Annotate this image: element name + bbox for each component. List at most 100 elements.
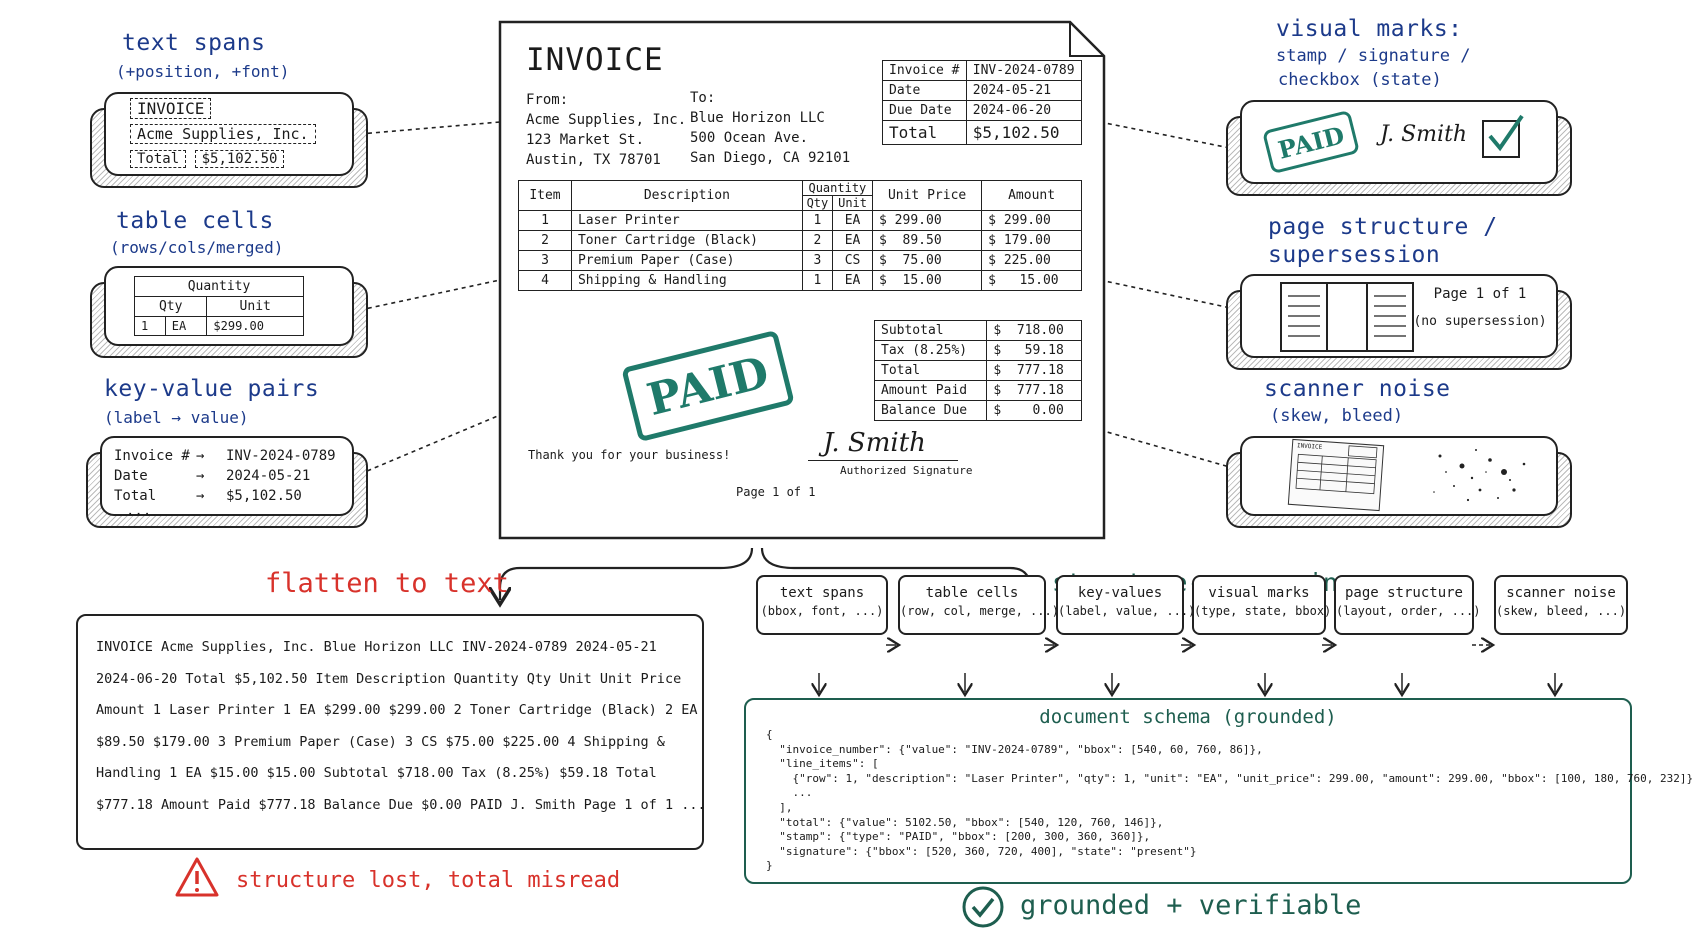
table-row: 3 Premium Paper (Case) 3 CS $ 75.00 $ 22… bbox=[518, 250, 1082, 271]
schema-line: "line_items": [ bbox=[766, 757, 879, 771]
meta-value: 2024-06-20 bbox=[965, 100, 1083, 121]
key-values-sub: (label → value) bbox=[104, 408, 249, 427]
line-items-table: Item Description Quantity Unit Price Amo… bbox=[518, 180, 1082, 291]
connector-visual-marks bbox=[1099, 121, 1241, 151]
noise-speckles-icon bbox=[1433, 449, 1526, 502]
totals-row: Total$ 777.18 bbox=[873, 360, 1082, 381]
flatten-line: INVOICE Acme Supplies, Inc. Blue Horizon… bbox=[96, 639, 657, 655]
mini-cell: 1 bbox=[134, 316, 166, 336]
text-spans-sub: (+position, +font) bbox=[116, 62, 290, 81]
page-structure-title2: supersession bbox=[1268, 242, 1441, 268]
header-unit: Unit bbox=[832, 195, 874, 211]
header-qty: Qty bbox=[801, 195, 834, 211]
kv-value: INV-2024-0789 bbox=[226, 448, 336, 464]
arrow-icon: → bbox=[196, 488, 205, 504]
mini-signature: J. Smith bbox=[1380, 122, 1468, 147]
flow-box-title: page structure bbox=[1344, 585, 1463, 601]
kv-value: 2024-05-21 bbox=[226, 468, 311, 484]
to-line: San Diego, CA 92101 bbox=[690, 150, 851, 166]
page-number: Page 1 of 1 bbox=[736, 485, 816, 499]
mini-cell: EA bbox=[164, 316, 208, 336]
kv-more: ... bbox=[126, 503, 152, 519]
mini-cell: $299.00 bbox=[206, 316, 304, 336]
cell-unit-price: $ 299.00 bbox=[872, 210, 983, 231]
kv-key: Invoice # bbox=[114, 448, 190, 464]
visual-marks-sub1: stamp / signature / bbox=[1276, 46, 1471, 66]
flow-box-scanner-noise: scanner noise(skew, bleed, ...) bbox=[1494, 575, 1628, 635]
cell-item: 2 bbox=[518, 230, 572, 251]
meta-label: Due Date bbox=[882, 100, 967, 121]
totals-value: $ 0.00 bbox=[986, 400, 1082, 421]
cell-description: Laser Printer bbox=[570, 210, 803, 231]
totals-row: Amount Paid$ 777.18 bbox=[873, 380, 1082, 401]
schema-line: "invoice_number": {"value": "INV-2024-07… bbox=[766, 742, 1263, 756]
cell-description: Shipping & Handling bbox=[570, 270, 803, 291]
cell-qty: 1 bbox=[801, 270, 834, 291]
cell-unit-price: $ 15.00 bbox=[872, 270, 983, 291]
cell-item: 1 bbox=[518, 210, 572, 231]
cell-unit-price: $ 75.00 bbox=[872, 250, 983, 271]
totals-table: Subtotal$ 718.00 Tax (8.25%)$ 59.18 Tota… bbox=[873, 320, 1082, 421]
cell-item: 3 bbox=[518, 250, 572, 271]
schema-line: } bbox=[766, 859, 773, 873]
flow-box-title: key-values bbox=[1077, 585, 1163, 601]
meta-value: 2024-05-21 bbox=[965, 80, 1083, 101]
signature: J. Smith bbox=[823, 428, 926, 458]
schema-line: "stamp": {"type": "PAID", "bbox": [200, … bbox=[766, 830, 1151, 844]
cell-unit: EA bbox=[832, 270, 874, 291]
mini-header-quantity: Quantity bbox=[134, 276, 304, 297]
flatten-line: Handling 1 EA $15.00 $15.00 Subtotal $71… bbox=[96, 765, 657, 781]
flow-box-text-spans: text spans (bbox, font, ...) bbox=[756, 575, 888, 635]
span-total-label: Total bbox=[130, 150, 187, 168]
kv-key: Total bbox=[114, 488, 157, 504]
span-invoice: INVOICE bbox=[130, 98, 212, 119]
span-company: Acme Supplies, Inc. bbox=[130, 124, 316, 144]
meta-label: Invoice # bbox=[882, 60, 967, 81]
schema-line: ... bbox=[766, 786, 813, 800]
page-structure-note: (no supersession) bbox=[1413, 314, 1547, 329]
flatten-line: Amount 1 Laser Printer 1 EA $299.00 $299… bbox=[96, 702, 698, 718]
cell-unit: EA bbox=[832, 230, 874, 251]
to-line: Blue Horizon LLC bbox=[690, 110, 825, 126]
from-line: Austin, TX 78701 bbox=[526, 152, 661, 168]
connector-table-cells bbox=[359, 279, 501, 311]
flow-box-title: text spans bbox=[779, 585, 865, 601]
totals-label: Amount Paid bbox=[873, 380, 988, 401]
page-structure-page: Page 1 of 1 bbox=[1433, 286, 1527, 302]
flatten-warning: structure lost, total misread bbox=[236, 868, 621, 893]
invoice-document: INVOICE From: Acme Supplies, Inc. 123 Ma… bbox=[498, 20, 1106, 540]
flow-box-title: scanner noise bbox=[1506, 585, 1616, 601]
scanner-noise-sub: (skew, bleed) bbox=[1270, 406, 1404, 426]
flow-box-visual-marks: visual marks(type, state, bbox) bbox=[1192, 575, 1331, 635]
check-circle-icon bbox=[962, 886, 1004, 928]
totals-label: Total bbox=[873, 360, 988, 381]
meta-label: Date bbox=[882, 80, 967, 101]
flow-box-sub: (bbox, font, ...) bbox=[760, 604, 884, 618]
flow-box-sub: (row, col, merge, ...) bbox=[900, 604, 1059, 618]
signature-caption: Authorized Signature bbox=[840, 464, 973, 477]
schema-title: document schema (grounded) bbox=[1039, 706, 1337, 728]
totals-label: Subtotal bbox=[873, 320, 988, 341]
flow-box-title: visual marks bbox=[1208, 585, 1310, 601]
cell-unit-price: $ 89.50 bbox=[872, 230, 983, 251]
schema-box: document schema (grounded) { "invoice_nu… bbox=[744, 698, 1693, 884]
from-block: From: Acme Supplies, Inc. 123 Market St.… bbox=[526, 90, 686, 170]
cell-description: Premium Paper (Case) bbox=[570, 250, 803, 271]
connector-text-spans bbox=[359, 121, 501, 135]
schema-line: "total": {"value": 5102.50, "bbox": [540… bbox=[766, 815, 1164, 829]
mini-paid-stamp-text: PAID bbox=[1275, 119, 1347, 165]
kv-row: Total→$5,102.50 bbox=[114, 486, 336, 506]
kv-key: Date bbox=[114, 468, 148, 484]
flatten-title: flatten to text bbox=[265, 568, 509, 599]
cell-unit: EA bbox=[832, 210, 874, 231]
mini-header-qty: Qty bbox=[133, 296, 208, 317]
to-line: 500 Ocean Ave. bbox=[690, 130, 809, 146]
thanks-text: Thank you for your business! bbox=[528, 448, 731, 462]
schema-line: { bbox=[766, 728, 773, 741]
cell-amount: $ 299.00 bbox=[981, 210, 1082, 231]
flow-box-sub: (layout, order, ...) bbox=[1336, 604, 1481, 618]
span-total-value: $5,102.50 bbox=[194, 150, 285, 168]
meta-value: INV-2024-0789 bbox=[965, 60, 1083, 81]
